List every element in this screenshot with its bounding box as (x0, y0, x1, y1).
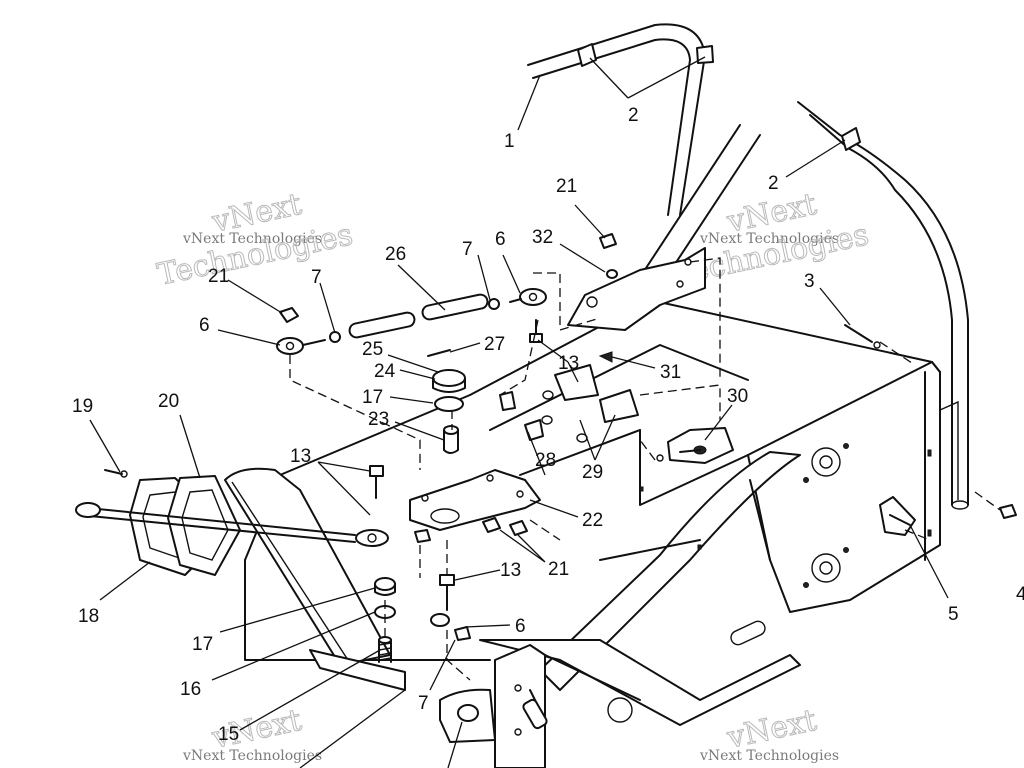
jam-nut-7-right (488, 298, 500, 310)
cotter-3 (844, 324, 881, 349)
label-31: 31 (660, 362, 681, 383)
bolt-31 (598, 351, 613, 363)
label-7: 7 (418, 693, 429, 714)
label-24: 24 (374, 361, 396, 382)
jam-nut-7-left (329, 331, 341, 343)
svg-text:vNext Technologies: vNext Technologies (699, 748, 839, 764)
bracket-30 (656, 427, 734, 464)
washer-32 (606, 269, 618, 279)
label-6: 6 (199, 315, 210, 336)
svg-text:vNext Technologies: vNext Technologies (182, 748, 322, 764)
label-7: 7 (311, 267, 322, 288)
part-labels: 1 2 2 3 4 5 6 6 6 7 7 7 13 13 13 15 16 1… (72, 105, 1024, 745)
label-20: 20 (158, 391, 179, 412)
label-2: 2 (628, 105, 639, 126)
cotter-pin-19 (104, 469, 128, 478)
label-22: 22 (582, 510, 603, 531)
label-15: 15 (218, 724, 239, 745)
cotter-27 (427, 349, 451, 357)
rear-bracket-5 (879, 496, 916, 536)
brackets-28-29 (499, 364, 639, 443)
label-23: 23 (368, 409, 389, 430)
watermark-bottom-left: vNext vNext Technologies (182, 702, 322, 764)
label-27: 27 (484, 334, 505, 355)
svg-text:vNext Technologies: vNext Technologies (182, 231, 322, 247)
label-26: 26 (385, 244, 406, 265)
nut-4 (999, 504, 1017, 519)
leader-lines (89, 56, 949, 768)
bolt-13-top (529, 319, 543, 343)
washer-6-lower (430, 613, 471, 641)
label-25: 25 (362, 339, 383, 360)
assembly-lines (289, 257, 1001, 681)
label-1: 1 (504, 131, 515, 152)
lock-nut-21-left (279, 307, 299, 323)
brake-rod (75, 502, 389, 547)
chassis-frame (244, 299, 959, 726)
linkage-rod-26 (348, 293, 489, 339)
label-6: 6 (495, 229, 506, 250)
svg-text:vNext Technologies: vNext Technologies (699, 231, 839, 247)
rod-end-6-left (276, 337, 326, 355)
label-21: 21 (208, 266, 229, 287)
label-5: 5 (948, 604, 959, 625)
label-28: 28 (535, 450, 556, 471)
label-21: 21 (548, 559, 569, 580)
rear-upright-tube (797, 101, 969, 510)
label-18: 18 (78, 606, 99, 627)
rod-end-6-right (509, 288, 547, 306)
nuts-21-lower (482, 517, 528, 536)
bolt-13-left (369, 465, 384, 499)
label-21: 21 (556, 176, 577, 197)
label-3: 3 (804, 271, 815, 292)
label-30: 30 (727, 386, 748, 407)
watermark-bottom-right: vNext vNext Technologies (699, 702, 839, 764)
nut-lower-plate (414, 529, 431, 543)
roll-bar-tube (527, 23, 714, 216)
label-32: 32 (532, 227, 553, 248)
lower-bracket-plate (439, 644, 641, 768)
label-6: 6 (515, 616, 526, 637)
label-16: 16 (180, 679, 201, 700)
label-13: 13 (558, 353, 579, 374)
pivot-bushings (432, 369, 466, 454)
label-7: 7 (462, 239, 473, 260)
label-4: 4 (1016, 584, 1024, 605)
label-29: 29 (582, 462, 603, 483)
lower-bushings (374, 577, 396, 663)
label-19: 19 (72, 396, 93, 417)
watermark-top-left: vNext vNext Technologies Technologies (154, 186, 356, 293)
label-2: 2 (768, 173, 779, 194)
label-17: 17 (192, 634, 213, 655)
pivot-plate-22 (409, 469, 541, 531)
label-13: 13 (500, 560, 521, 581)
label-17: 17 (362, 387, 383, 408)
steering-column (567, 124, 761, 331)
label-13: 13 (290, 446, 311, 467)
bolt-13-lower (439, 574, 455, 611)
